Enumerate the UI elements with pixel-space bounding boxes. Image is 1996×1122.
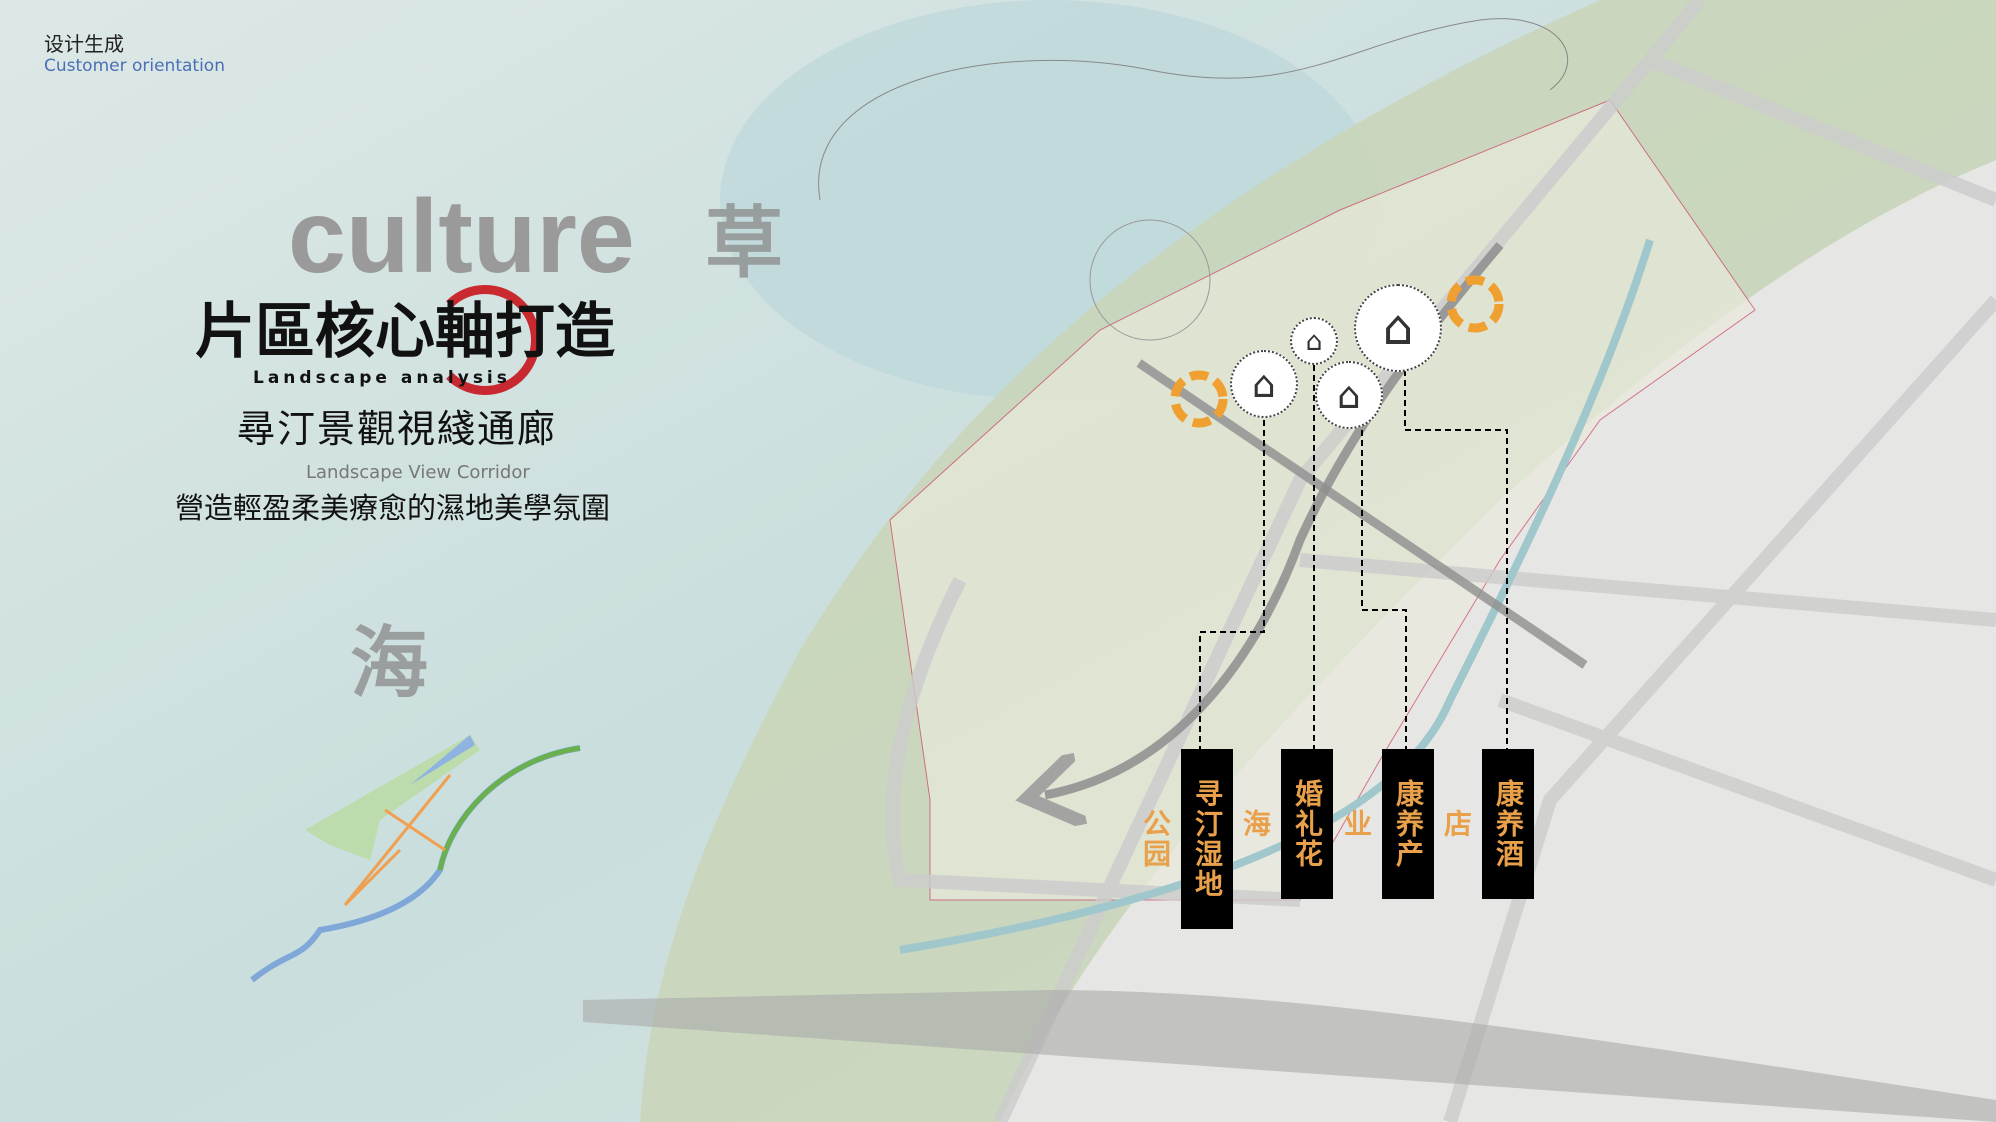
section-title-en: Customer orientation [44, 56, 225, 76]
mini-diagram [250, 735, 581, 983]
house-node[interactable]: ⌂ [1315, 361, 1383, 429]
map-label-wellness-industry[interactable]: 康养产业 [1340, 749, 1434, 899]
map-label-wellness-hotel[interactable]: 康养酒店 [1440, 749, 1534, 899]
title-en: Landscape analysis [253, 368, 511, 388]
decor-char-grass: 草 [705, 198, 784, 289]
orange-rings [1170, 275, 1504, 428]
map-label-wedding-flowers[interactable]: 婚礼花海 [1239, 749, 1333, 899]
house-icon: ⌂ [1252, 362, 1276, 406]
tagline: 營造輕盈柔美療愈的濕地美學氛圍 [175, 491, 611, 525]
page-title: 片區核心軸打造 [195, 297, 615, 367]
subtitle: 尋汀景觀視綫通廊 [237, 407, 558, 451]
house-icon: ⌂ [1337, 373, 1361, 417]
subtitle-en: Landscape View Corridor [306, 462, 530, 483]
culture-watermark: culture [288, 179, 635, 295]
main-road [583, 990, 1996, 1122]
house-node[interactable]: ⌂ [1354, 284, 1442, 372]
house-node[interactable]: ⌂ [1290, 317, 1338, 365]
house-node[interactable]: ⌂ [1230, 350, 1298, 418]
map-label-wetland-park[interactable]: 寻汀湿地公园 [1139, 749, 1233, 929]
section-title-cn: 设计生成 [44, 32, 124, 56]
leader-lines [1199, 360, 1508, 749]
house-icon: ⌂ [1305, 325, 1323, 357]
decor-char-sea: 海 [350, 618, 429, 709]
red-ink-circle [430, 285, 540, 395]
house-icon: ⌂ [1382, 300, 1414, 356]
